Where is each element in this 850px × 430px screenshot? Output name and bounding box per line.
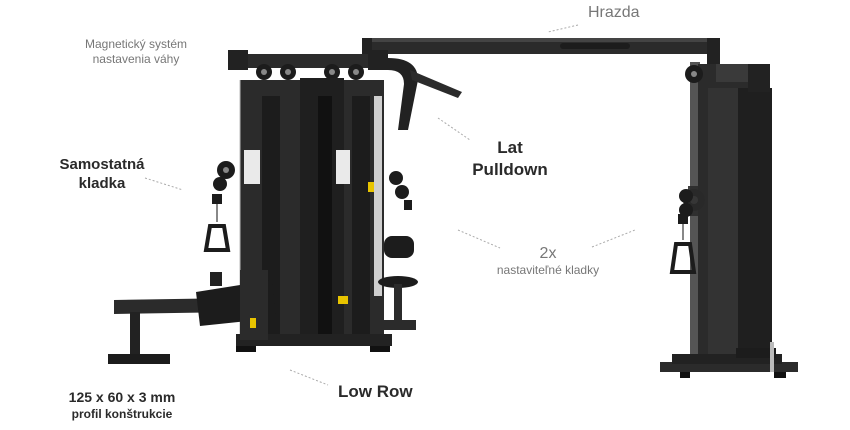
label-magnetic-line2: nastavenia váhy — [92, 52, 180, 66]
label-magnetic-line1: Magnetický systém — [84, 37, 188, 51]
leader-lines — [144, 24, 636, 386]
label-adjustable-pulleys: 2x nastaviteľné kladky — [478, 245, 618, 277]
main-station — [203, 50, 462, 352]
leader-lat — [437, 117, 471, 141]
leader-hrazda — [547, 24, 579, 33]
crossbar — [362, 38, 720, 64]
label-lat-line1: Lat — [497, 138, 523, 157]
label-low-row: Low Row — [338, 382, 413, 401]
leader-lowrow — [289, 369, 329, 386]
label-adj-line2: nastaviteľné kladky — [496, 263, 600, 277]
label-hrazda: Hrazda — [588, 4, 640, 21]
label-frame-profile: 125 x 60 x 3 mm profil konštrukcie — [42, 388, 202, 422]
label-lat-pulldown: Lat Pulldown — [462, 137, 558, 181]
label-separate-pulley: Samostatná kladka — [52, 155, 152, 193]
label-lat-line2: Pulldown — [472, 160, 548, 179]
label-magnetic-system: Magnetický systém nastavenia váhy — [66, 37, 206, 67]
label-profile-line2: profil konštrukcie — [71, 407, 173, 421]
label-pulley-line1: Samostatná — [59, 156, 145, 173]
right-tower — [660, 62, 798, 378]
label-pulley-line2: kladka — [78, 175, 126, 192]
label-adj-line1: 2x — [539, 245, 557, 262]
leader-pulley — [144, 177, 184, 191]
low-row-bench — [108, 270, 276, 364]
label-profile-line1: 125 x 60 x 3 mm — [68, 389, 176, 405]
